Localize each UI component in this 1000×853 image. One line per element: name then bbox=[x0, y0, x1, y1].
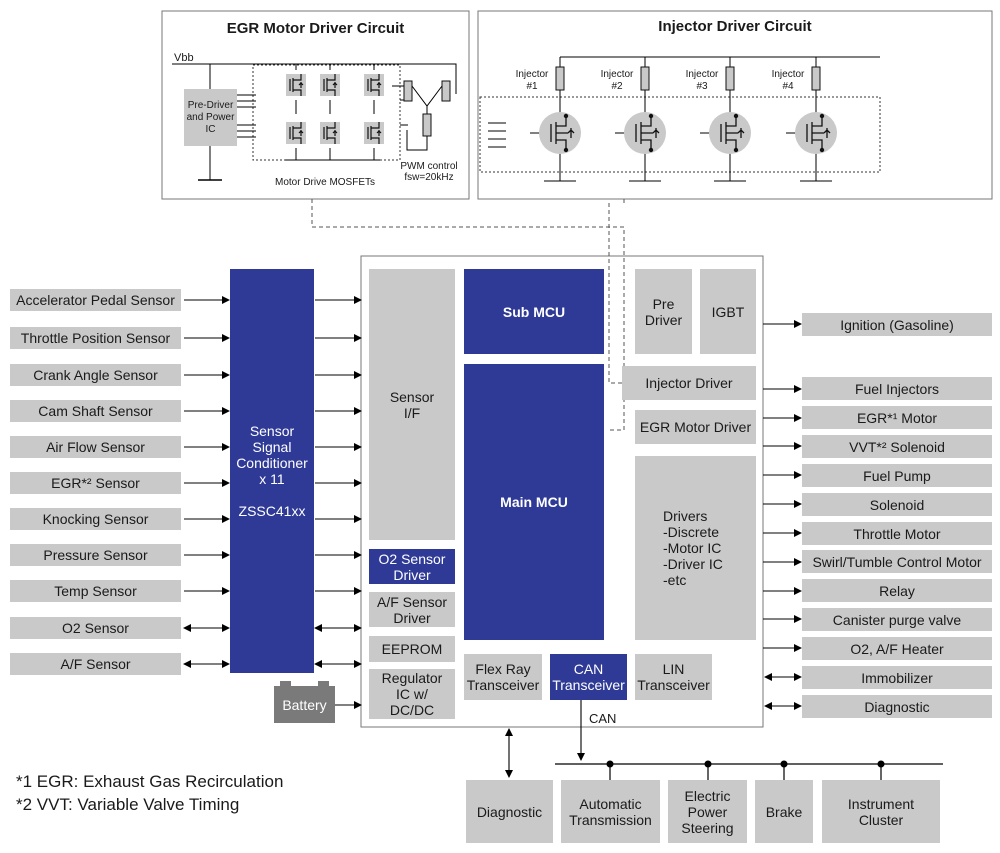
injector-label-2: Injector bbox=[600, 69, 634, 80]
actuator-relay: Relay bbox=[802, 579, 992, 602]
drivers-title: Drivers bbox=[663, 508, 708, 524]
sensor-crank-angle: Crank Angle Sensor bbox=[10, 364, 181, 386]
flexray-transceiver: Flex Ray Transceiver bbox=[464, 654, 542, 700]
igbt: IGBT bbox=[700, 269, 756, 354]
battery: Battery bbox=[282, 696, 327, 713]
conditioner-line-1: Sensor bbox=[249, 423, 295, 439]
af-sensor-driver: A/F Sensor Driver bbox=[369, 592, 455, 627]
sensor-pressure: Pressure Sensor bbox=[10, 544, 181, 566]
actuator-immobilizer: Immobilizer bbox=[802, 666, 992, 689]
actuator-ignition: Ignition (Gasoline) bbox=[802, 313, 992, 336]
footnote-egr: *1 EGR: Exhaust Gas Recirculation bbox=[16, 772, 284, 791]
conditioner-part-number: ZSSC41xx bbox=[238, 503, 306, 519]
actuator-fuel-injectors: Fuel Injectors bbox=[802, 377, 992, 400]
actuator-fuel-pump: Fuel Pump bbox=[802, 464, 992, 487]
actuator-vvt-solenoid: VVT*² Solenoid bbox=[802, 435, 992, 458]
injector-label-4: Injector bbox=[771, 69, 805, 80]
actuator-swirl-tumble-motor: Swirl/Tumble Control Motor bbox=[802, 550, 992, 573]
regulator-ic: Regulator IC w/ DC/DC bbox=[369, 669, 455, 719]
conditioner-line-3: Conditioner bbox=[236, 455, 308, 471]
sensor-egr: EGR*² Sensor bbox=[10, 472, 181, 494]
bottom-automatic-transmission: Automatic Transmission bbox=[561, 780, 660, 843]
can-bus-label: CAN bbox=[589, 711, 617, 726]
drivers-item-etc: -etc bbox=[663, 572, 687, 588]
sub-mcu: Sub MCU bbox=[464, 269, 604, 354]
injector-circuit-title: Injector Driver Circuit bbox=[658, 18, 812, 35]
sensor-af: A/F Sensor bbox=[10, 653, 181, 675]
actuator-o2-af-heater: O2, A/F Heater bbox=[802, 637, 992, 660]
mosfets-label: Motor Drive MOSFETs bbox=[274, 177, 375, 188]
sensor-interface: Sensor I/F bbox=[369, 269, 455, 540]
vbb-label: Vbb bbox=[174, 52, 194, 64]
can-transceiver: CAN Transceiver bbox=[550, 654, 627, 700]
actuator-throttle-motor: Throttle Motor bbox=[802, 522, 992, 545]
drivers-item-motor-ic: -Motor IC bbox=[663, 540, 722, 556]
conditioner-line-2: Signal bbox=[252, 439, 292, 455]
sensor-o2: O2 Sensor bbox=[10, 617, 181, 639]
footnote-vvt: *2 VVT: Variable Valve Timing bbox=[16, 795, 240, 814]
bottom-diagnostic: Diagnostic bbox=[466, 780, 553, 843]
conditioner-line-4: x 11 bbox=[259, 471, 285, 487]
bottom-instrument-cluster: Instrument Cluster bbox=[822, 780, 940, 843]
actuator-egr-motor: EGR*¹ Motor bbox=[802, 406, 992, 429]
actuator-solenoid: Solenoid bbox=[802, 493, 992, 516]
predriver-power-ic: Pre-Driver and Power IC bbox=[184, 89, 237, 146]
sensor-temp: Temp Sensor bbox=[10, 580, 181, 602]
injector-num-2: #2 bbox=[611, 81, 623, 92]
injector-num-1: #1 bbox=[526, 81, 538, 92]
pwm-frequency-label: fsw=20kHz bbox=[404, 172, 454, 183]
injector-driver: Injector Driver bbox=[622, 366, 756, 400]
eeprom: EEPROM bbox=[369, 636, 455, 662]
injector-num-4: #4 bbox=[782, 81, 794, 92]
injector-label-1: Injector bbox=[515, 69, 549, 80]
lin-transceiver: LIN Transceiver bbox=[635, 654, 712, 700]
drivers-item-driver-ic: -Driver IC bbox=[663, 556, 723, 572]
sensor-throttle-position: Throttle Position Sensor bbox=[10, 327, 181, 349]
sensor-cam-shaft: Cam Shaft Sensor bbox=[10, 400, 181, 422]
drivers-item-discrete: -Discrete bbox=[663, 524, 720, 540]
injector-num-3: #3 bbox=[696, 81, 708, 92]
o2-sensor-driver: O2 Sensor Driver bbox=[369, 549, 455, 584]
egr-motor-driver: EGR Motor Driver bbox=[635, 410, 756, 444]
drivers-block: Drivers -Discrete -Motor IC -Driver IC -… bbox=[635, 456, 756, 640]
pwm-control-label: PWM control bbox=[400, 161, 458, 172]
bottom-electric-power-steering: Electric Power Steering bbox=[668, 780, 747, 843]
actuator-diagnostic: Diagnostic bbox=[802, 695, 992, 718]
pre-driver: Pre Driver bbox=[635, 269, 692, 354]
actuator-canister-purge-valve: Canister purge valve bbox=[802, 608, 992, 631]
sensor-air-flow: Air Flow Sensor bbox=[10, 436, 181, 458]
bottom-brake: Brake bbox=[755, 780, 813, 843]
injector-label-3: Injector bbox=[685, 69, 719, 80]
sensor-accelerator-pedal: Accelerator Pedal Sensor bbox=[10, 289, 181, 311]
main-mcu: Main MCU bbox=[464, 364, 604, 640]
sensor-signal-conditioner: Sensor Signal Conditioner x 11 ZSSC41xx bbox=[230, 269, 314, 673]
sensor-knocking: Knocking Sensor bbox=[10, 508, 181, 530]
egr-circuit-title: EGR Motor Driver Circuit bbox=[226, 20, 405, 37]
